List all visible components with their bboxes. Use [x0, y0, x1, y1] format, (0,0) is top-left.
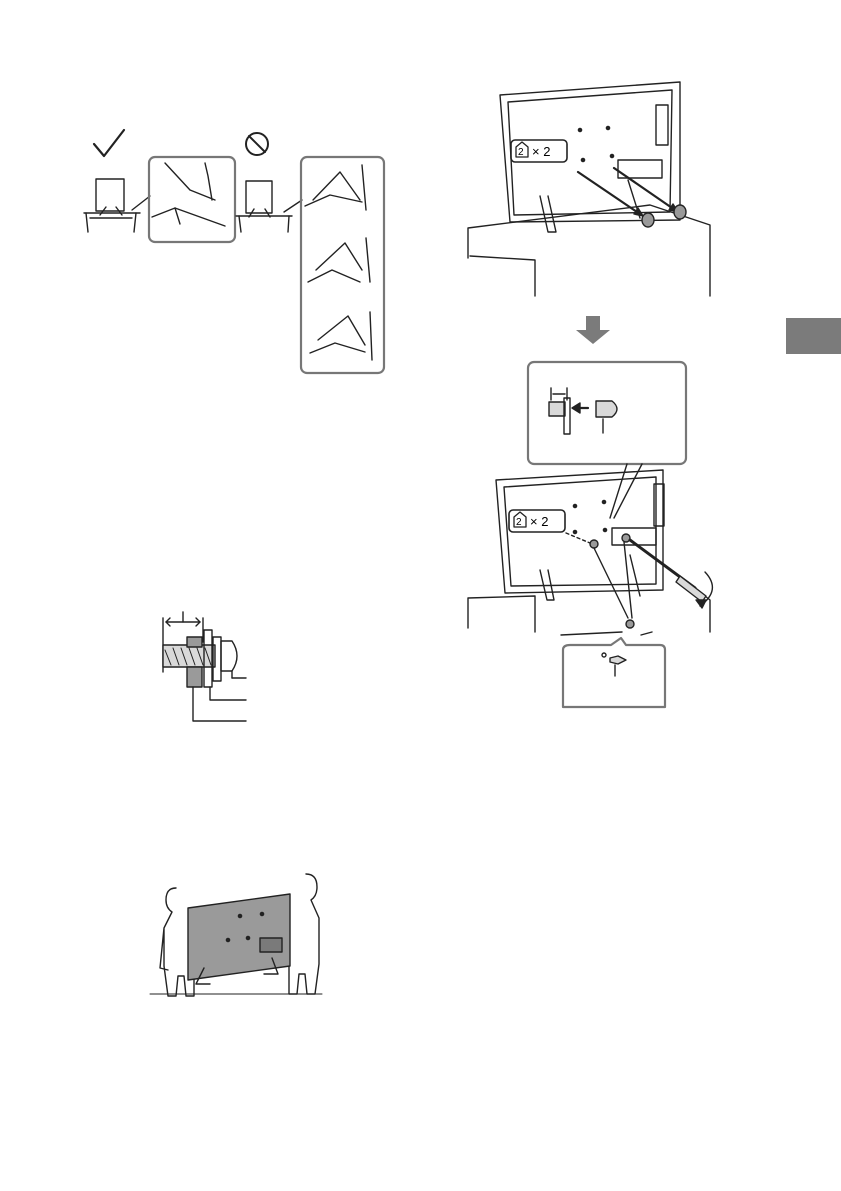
screw-cross-section [163, 612, 246, 721]
prohibited-icon [246, 133, 268, 155]
quantity-label-1: × 2 [532, 144, 550, 159]
check-mark-icon [94, 130, 124, 156]
parts-number-1: 2 [518, 147, 524, 158]
tv-screw-tighten-figure [468, 362, 712, 707]
tv-stand-attach-figure [468, 82, 710, 296]
carrying-tv-figure [150, 874, 322, 996]
zoom-box-ng [301, 157, 384, 373]
zoom-box-ok [149, 157, 235, 242]
stand-placement-figure [84, 130, 384, 373]
tv-on-table-ng [236, 181, 292, 232]
quantity-label-2: × 2 [530, 514, 548, 529]
down-arrow-icon [576, 316, 610, 344]
tv-on-table-ok [84, 179, 140, 232]
zoom-box-screw [528, 362, 686, 464]
zoom-box-screw-small [563, 638, 665, 707]
parts-number-2: 2 [516, 517, 522, 528]
